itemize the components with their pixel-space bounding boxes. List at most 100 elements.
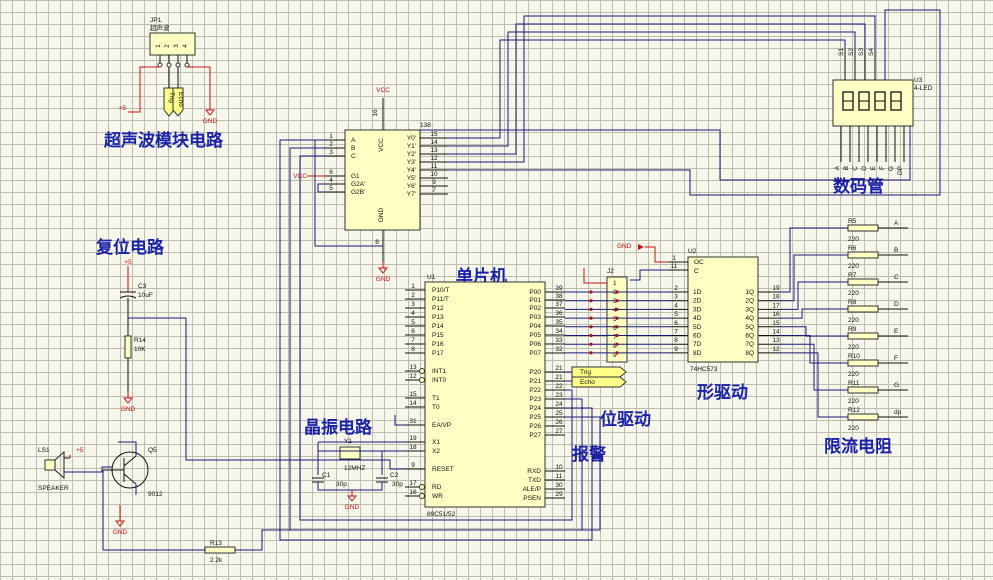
r14-value: 10K bbox=[134, 346, 146, 353]
u138-a-wire bbox=[279, 139, 593, 541]
jp1-pin-num: 2 bbox=[164, 44, 171, 48]
jp1-pin-dot bbox=[166, 62, 172, 68]
resistor-value: 220 bbox=[848, 317, 859, 324]
u1-right-pin-name: P03 bbox=[529, 314, 541, 321]
u3-body bbox=[832, 79, 914, 127]
u1-ref: U1 bbox=[427, 274, 436, 281]
u2-in-pin-name: 4D bbox=[693, 315, 702, 322]
q5-gnd-symbol bbox=[114, 520, 126, 527]
c1-value: 30p bbox=[336, 481, 347, 488]
u2-in-pin-name: 2D bbox=[693, 298, 702, 305]
q5-value: 9012 bbox=[148, 491, 163, 498]
net-echo-label: Echo bbox=[580, 379, 595, 386]
u138-out-pin-num: 15 bbox=[430, 131, 438, 138]
resistor-net: C bbox=[894, 274, 899, 281]
u138-in-pin-name: G2A' bbox=[351, 181, 365, 188]
u1-left-pin-name: INT0 bbox=[432, 377, 446, 384]
u2-in-pin-num: 4 bbox=[674, 302, 678, 309]
u1-right-pin-name: P05 bbox=[529, 332, 541, 339]
u138-vcc-pin-num: 16 bbox=[372, 109, 379, 117]
u3-bottom-pin-label: D bbox=[861, 166, 868, 171]
u2-in-pin-name: 7D bbox=[693, 341, 702, 348]
u1-left-pin-name: X1 bbox=[432, 439, 440, 446]
ls1-plus5: +5 bbox=[76, 447, 84, 454]
resistor-net: E bbox=[894, 328, 899, 335]
resistor-value: 220 bbox=[848, 290, 859, 297]
resistor-ref: R11 bbox=[848, 380, 860, 387]
u1-right-pin-num: 39 bbox=[555, 285, 563, 292]
u2-le-wire bbox=[630, 269, 668, 281]
q5-top-wire bbox=[118, 441, 137, 456]
u2-out-pin-name: 5Q bbox=[745, 324, 754, 331]
resistor-net: G bbox=[894, 382, 899, 389]
u1-right-pin-name: RXD bbox=[527, 468, 541, 475]
bus-junction bbox=[615, 325, 619, 329]
u138-out-pin-name: Y6' bbox=[407, 183, 416, 190]
ls1-q5-wire bbox=[64, 466, 112, 473]
u138-out-pin-name: Y3' bbox=[407, 159, 416, 166]
u2-in-pin-num: 9 bbox=[674, 346, 678, 353]
reset-wire bbox=[128, 317, 405, 470]
jp1-gnd-wire bbox=[187, 66, 211, 104]
u1-left-pin-name: X2 bbox=[432, 448, 440, 455]
resistor-ref: R9 bbox=[848, 326, 857, 333]
bus-junction bbox=[589, 316, 593, 320]
u1-left-pin-num: 9 bbox=[411, 462, 415, 469]
u1-right-pin-num: 32 bbox=[555, 346, 563, 353]
u1-left-pin-name: P14 bbox=[432, 323, 444, 330]
u138-gnd-symbol-text: GND bbox=[376, 276, 391, 283]
u1-left-pin-name: T0 bbox=[432, 404, 440, 411]
jp1-plus5: +5 bbox=[119, 105, 127, 112]
q5-ref: Q5 bbox=[148, 447, 157, 454]
res-wire-R6 bbox=[780, 254, 848, 302]
u1-left-pin-name: P15 bbox=[432, 332, 444, 339]
u2-out-pin-name: 7Q bbox=[745, 341, 754, 348]
u138-in-pin-name: G1 bbox=[351, 173, 360, 180]
u138-in-pin-name: C bbox=[351, 153, 356, 160]
resistor-R10 bbox=[847, 359, 879, 367]
u138-out-pin-num: 12 bbox=[430, 155, 438, 162]
u3-top-pin-label: S1 bbox=[838, 48, 845, 56]
r14-body bbox=[124, 335, 132, 359]
u2-out-pin-num: 19 bbox=[772, 285, 780, 292]
u1-right-pin-num: 30 bbox=[555, 482, 563, 489]
r13-wire bbox=[235, 416, 601, 551]
u1-right-pin-name: P24 bbox=[529, 405, 541, 412]
u138-out-pin-name: Y2' bbox=[407, 151, 416, 158]
u2-out-pin-name: 6Q bbox=[745, 333, 754, 340]
bus-junction bbox=[615, 290, 619, 294]
u138-gnd-pin-num: 8 bbox=[375, 239, 379, 246]
resistor-value: 220 bbox=[848, 236, 859, 243]
u3-bottom-pin-label: E bbox=[870, 165, 877, 170]
label-ultrasonic: 超声波模块电路 bbox=[104, 131, 223, 151]
resistor-R12 bbox=[847, 413, 879, 421]
digit-s2-wire bbox=[448, 31, 856, 147]
bus-junction bbox=[589, 290, 593, 294]
u1-right-pin-num: 24 bbox=[555, 401, 563, 408]
u138-out-pin-num: 11 bbox=[431, 163, 438, 170]
u2-out-pin-name: 3Q bbox=[745, 306, 754, 313]
u2-out-pin-num: 13 bbox=[772, 337, 780, 344]
u1-right-pin-name: P06 bbox=[529, 341, 541, 348]
u2-out-pin-num: 14 bbox=[772, 329, 780, 336]
resistor-value: 220 bbox=[848, 398, 859, 405]
bus-junction bbox=[589, 325, 593, 329]
label-current-limit: 限流电阻 bbox=[824, 437, 892, 457]
c1-ref: C1 bbox=[322, 472, 331, 479]
u1-left-pin-name: WR bbox=[432, 493, 443, 500]
u2-out-pin-name: 8Q bbox=[745, 350, 754, 357]
res-wire-R12 bbox=[780, 352, 848, 418]
net-echo-port bbox=[571, 376, 627, 388]
j2-ref: J2 bbox=[607, 268, 614, 275]
jp1-trig-port bbox=[163, 87, 175, 117]
u2-c: C bbox=[694, 268, 699, 275]
bus-junction bbox=[589, 333, 593, 338]
q5-emitter bbox=[123, 473, 137, 485]
u2-in-pin-num: 6 bbox=[674, 320, 678, 327]
u1-left-pin-name: P16 bbox=[432, 341, 444, 348]
jp1-pin-dot bbox=[175, 62, 181, 68]
resistor-R9 bbox=[847, 332, 879, 340]
u1-right-pin-num: 21 bbox=[555, 374, 563, 381]
res-wire-R5 bbox=[780, 227, 848, 293]
